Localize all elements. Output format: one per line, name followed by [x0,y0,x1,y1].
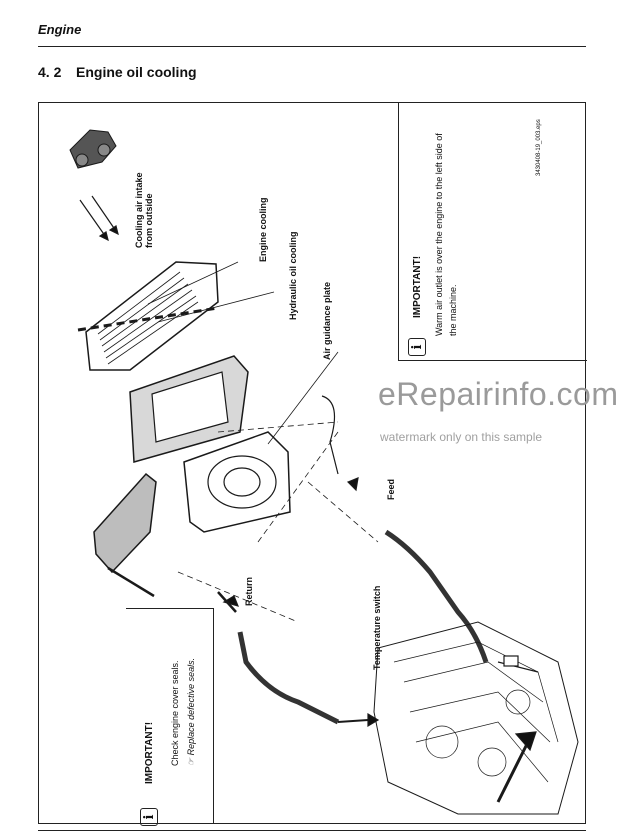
header-divider [38,46,586,47]
important-box-right [398,102,587,361]
important-box-left [126,608,214,824]
label-temperature-switch: Temperature switch [372,585,382,670]
machine-thumbnail-icon [69,129,117,169]
important-right-heading: IMPORTANT! [412,255,423,318]
label-engine-cooling: Engine cooling [258,197,268,263]
engine-oil-cooling-diagram [69,129,579,815]
label-from-outside: from outside [144,193,154,248]
footer-divider [38,830,586,831]
info-icon: i [140,808,158,826]
section-title: Engine oil cooling [76,64,197,80]
watermark-text: eRepairinfo.com [378,376,619,412]
page-header-title: Engine [38,22,82,37]
label-cooling-air-intake: Cooling air intake [134,172,144,248]
figure-frame [38,102,586,824]
important-right-line2: the machine. [448,284,458,336]
important-left-heading: IMPORTANT! [144,721,155,784]
label-feed: Feed [386,478,396,500]
important-left-line2: ☞ Replace defective seals. [186,657,196,766]
label-air-guidance-plate: Air guidance plate [322,281,332,360]
info-icon: i [408,338,426,356]
section-number: 4. 2 [38,64,62,80]
important-right-line1: Warm air outlet is over the engine to th… [434,133,444,336]
watermark-subtext: watermark only on this sample [380,430,543,444]
label-return: Return [244,577,254,606]
label-hydraulic-oil-cooling: Hydraulic oil cooling [288,231,298,320]
important-left-line1: Check engine cover seals. [170,660,180,766]
